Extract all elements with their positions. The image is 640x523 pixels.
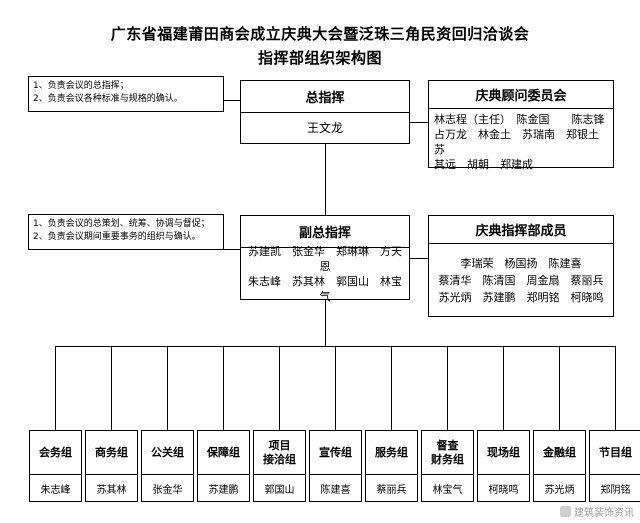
leaf-lead-11: 郑阴铭 — [600, 484, 631, 496]
note-deputy-line-2: 2、负责会议期间重要事务的组织与确认。 — [33, 232, 201, 242]
connector-drop-10 — [559, 346, 560, 430]
leaf-lead-1: 朱志峰 — [40, 484, 71, 496]
connector-drop-6 — [335, 346, 336, 430]
connector-note-deputy — [224, 249, 240, 250]
connector-drop-8 — [447, 346, 448, 430]
leaf-box-8: 督查 财务组 林宝气 — [421, 430, 474, 502]
leaf-lead-3: 张金华 — [152, 484, 183, 496]
leaf-box-5: 项目 接洽组 郭国山 — [253, 430, 306, 502]
box-chief-commander-body: 王文龙 — [306, 121, 343, 135]
connector-drop-7 — [391, 346, 392, 430]
connector-chief-deputy — [325, 144, 326, 215]
leaf-lead-6: 陈建喜 — [320, 484, 351, 496]
leaf-box-3: 公关组 张金华 — [141, 430, 194, 502]
leaf-lead-4: 苏建鹏 — [208, 484, 239, 496]
connector-deputy-members — [410, 258, 428, 259]
watermark-logo-icon — [560, 506, 571, 517]
title-line-2: 指挥部组织架构图 — [257, 49, 382, 67]
watermark-text: 建筑装饰资讯 — [574, 508, 634, 519]
leaf-box-7: 服务组 蔡丽兵 — [365, 430, 418, 502]
leaf-lead-8: 林宝气 — [432, 484, 463, 496]
leaf-box-10: 金融组 苏光炳 — [533, 430, 586, 502]
connector-deputy-bus — [325, 300, 326, 346]
leaf-name-6: 宣传组 — [310, 431, 361, 475]
title-line-1: 广东省福建莆田商会成立庆典大会暨泛珠三角民资回归洽谈会 — [110, 25, 530, 43]
watermark: 建筑装饰资讯 — [560, 504, 634, 519]
connector-drop-5 — [279, 346, 280, 430]
leaf-box-6: 宣传组 陈建喜 — [309, 430, 362, 502]
leaf-box-1: 会务组 朱志峰 — [29, 430, 82, 502]
leaf-lead-2: 苏其林 — [96, 484, 127, 496]
connector-drop-3 — [167, 346, 168, 430]
page-title: 广东省福建莆田商会成立庆典大会暨泛珠三角民资回归洽谈会 指挥部组织架构图 — [0, 22, 640, 70]
leaf-name-5: 项目 接洽组 — [254, 431, 305, 475]
connector-note-chief — [224, 100, 240, 101]
box-command-members: 庆典指挥部成员 李瑞荣 杨国扬 陈建喜 蔡清华 陈清国 周金扇 蔡丽兵 苏光炳 … — [428, 215, 614, 317]
leaf-name-11: 节目组 — [590, 431, 640, 475]
leaf-box-4: 保障组 苏建鹏 — [197, 430, 250, 502]
box-deputy-commander: 副总指挥 苏建凯 张金华 郑琳琳 方天恩 朱志峰 苏其林 郭国山 林宝气 — [240, 215, 410, 303]
leaf-name-2: 商务组 — [86, 431, 137, 475]
leaf-name-8: 督查 财务组 — [422, 431, 473, 475]
note-chief-line-1: 1、负责会议的总指挥； — [33, 81, 129, 91]
leaf-lead-10: 苏光炳 — [544, 484, 575, 496]
connector-chief-advisory — [410, 122, 428, 123]
leaf-box-2: 商务组 苏其林 — [85, 430, 138, 502]
leaf-name-7: 服务组 — [366, 431, 417, 475]
note-chief-line-2: 2、负责会议各种标准与规格的确认。 — [33, 94, 183, 104]
connector-drop-1 — [55, 346, 56, 430]
connector-drop-4 — [223, 346, 224, 430]
leaf-name-3: 公关组 — [142, 431, 193, 475]
leaf-name-1: 会务组 — [30, 431, 81, 475]
note-deputy-line-1: 1、负责会议的总策划、统筹、协调与督促； — [33, 219, 210, 229]
connector-drop-11 — [615, 346, 616, 430]
leaf-name-10: 金融组 — [534, 431, 585, 475]
connector-drop-9 — [503, 346, 504, 430]
box-command-members-body: 李瑞荣 杨国扬 陈建喜 蔡清华 陈清国 周金扇 蔡丽兵 苏光炳 苏建鹏 郑明铭 … — [438, 257, 604, 304]
box-advisory-committee-header: 庆典顾问委员会 — [429, 81, 613, 109]
leaf-lead-5: 郭国山 — [264, 484, 295, 496]
note-chief-duties: 1、负责会议的总指挥； 2、负责会议各种标准与规格的确认。 — [28, 76, 224, 112]
leaf-box-9: 现场组 柯晓鸣 — [477, 430, 530, 502]
box-chief-commander-header: 总指挥 — [241, 81, 409, 113]
leaf-box-11: 节目组 郑阴铭 — [589, 430, 640, 502]
box-deputy-commander-body: 苏建凯 张金华 郑琳琳 方天恩 朱志峰 苏其林 郭国山 林宝气 — [248, 245, 402, 303]
box-advisory-committee: 庆典顾问委员会 林志程（主任） 陈金国 陈志锋 占万龙 林金土 苏瑞南 郑银土 … — [428, 80, 614, 171]
note-deputy-duties: 1、负责会议的总策划、统筹、协调与督促； 2、负责会议期间重要事务的组织与确认。 — [28, 214, 224, 250]
box-advisory-committee-body: 林志程（主任） 陈金国 陈志锋 占万龙 林金土 苏瑞南 郑银土 苏 其远 胡朝 … — [434, 113, 605, 171]
leaf-name-9: 现场组 — [478, 431, 529, 475]
box-chief-commander: 总指挥 王文龙 — [240, 80, 410, 144]
connector-drop-2 — [111, 346, 112, 430]
box-command-members-header: 庆典指挥部成员 — [429, 216, 613, 244]
leaf-lead-7: 蔡丽兵 — [376, 484, 407, 496]
leaf-lead-9: 柯晓鸣 — [488, 484, 519, 496]
box-deputy-commander-header: 副总指挥 — [241, 216, 409, 248]
leaf-name-4: 保障组 — [198, 431, 249, 475]
